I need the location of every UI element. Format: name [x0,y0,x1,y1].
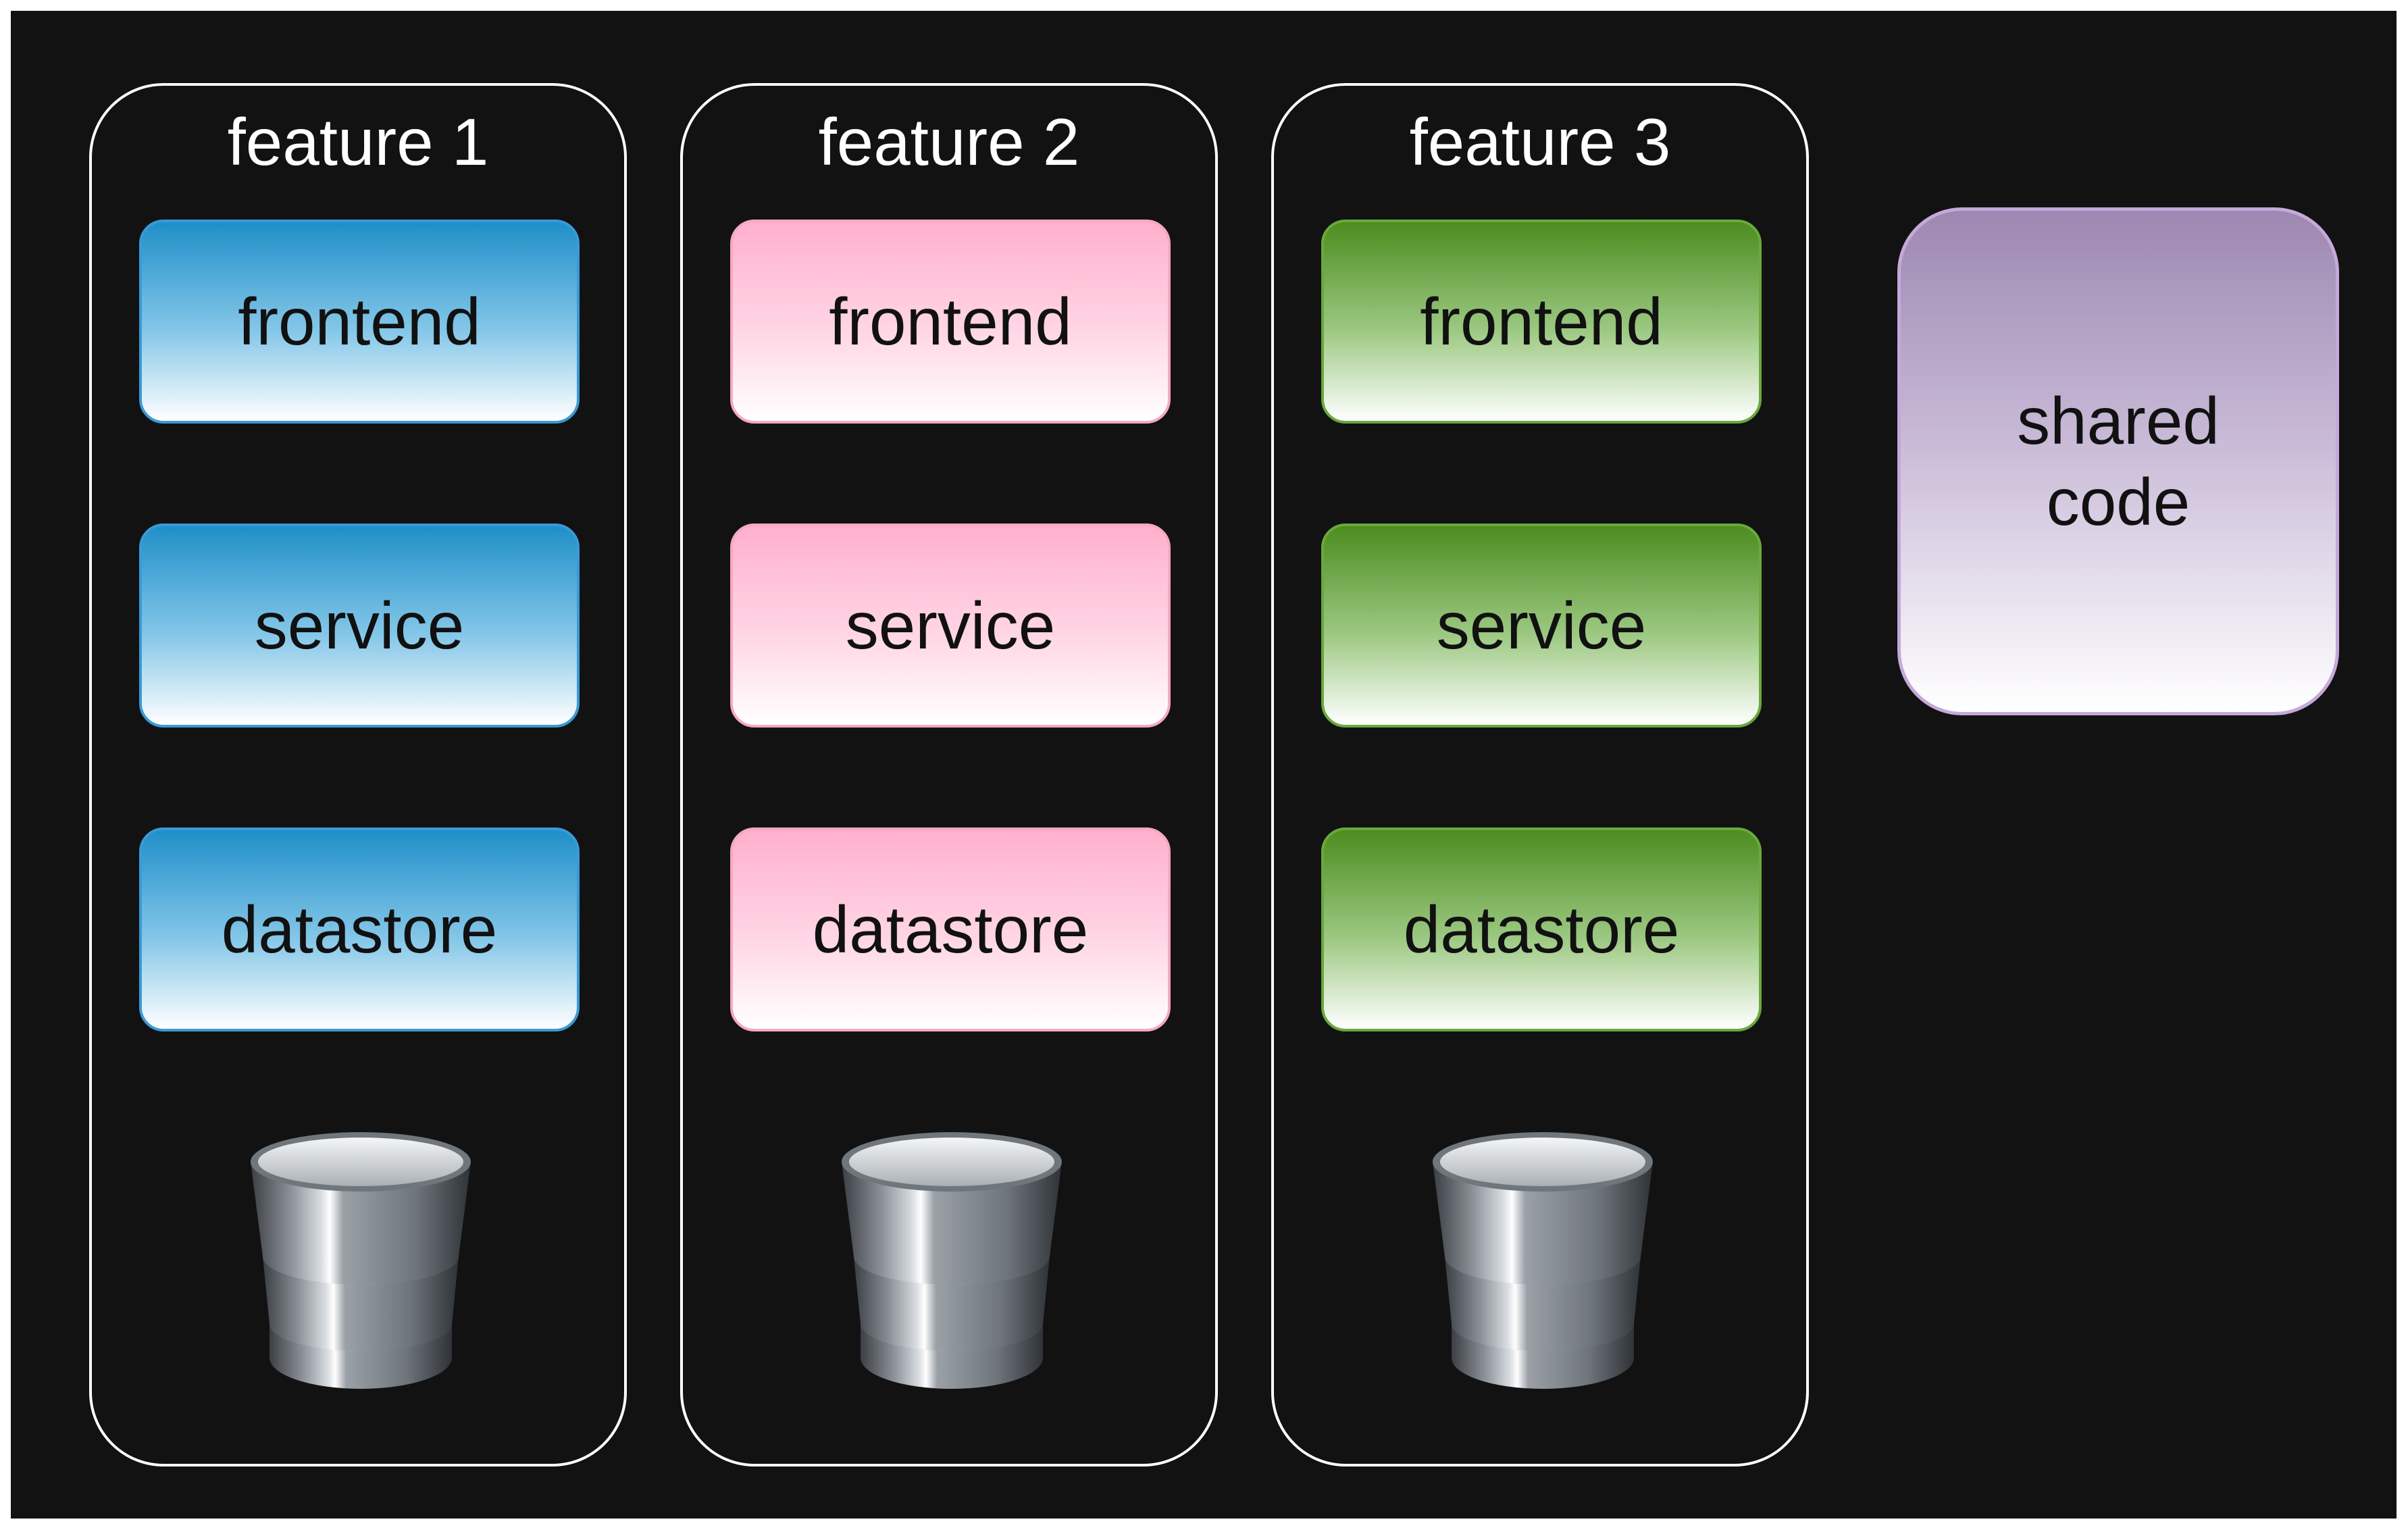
feature-1-container: feature 1 frontend service datastore [89,83,627,1467]
feature-title: feature 2 [818,105,1080,179]
feature-title: feature 3 [1409,105,1671,179]
datastore-box: datastore [139,827,580,1031]
datastore-box: datastore [1321,827,1762,1031]
shared-code-label: shared code [2017,384,2220,539]
feature-3-container: feature 3 frontend service datastore [1271,83,1809,1467]
datastore-box: datastore [730,827,1171,1031]
database-icon [1433,1132,1653,1389]
feature-2-container: feature 2 frontend service datastore [680,83,1218,1467]
diagram-canvas: feature 1 frontend service datastore fea… [11,11,2397,1519]
database-icon [842,1132,1062,1389]
database-icon [251,1132,471,1389]
frontend-box: frontend [139,220,580,424]
service-box: service [139,524,580,728]
shared-code-box: shared code [1897,207,2339,715]
service-box: service [730,524,1171,728]
frontend-box: frontend [1321,220,1762,424]
feature-title: feature 1 [227,105,489,179]
service-box: service [1321,524,1762,728]
frontend-box: frontend [730,220,1171,424]
